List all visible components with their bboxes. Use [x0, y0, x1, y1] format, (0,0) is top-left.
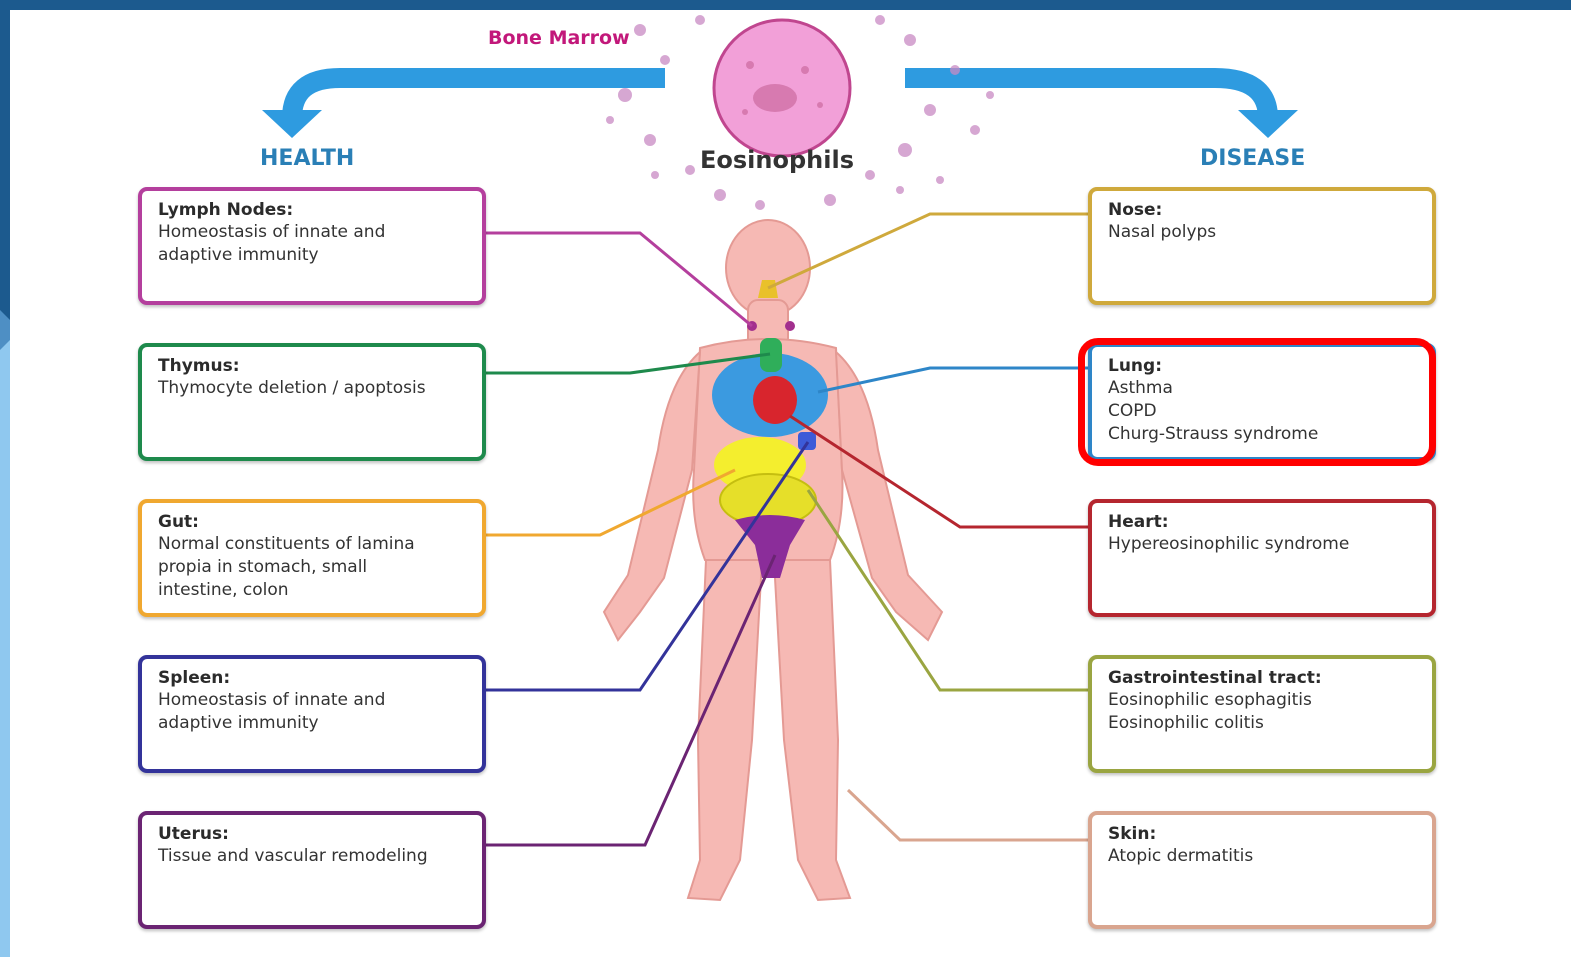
box-title: Thymus:	[158, 355, 482, 377]
health-box-gut: Gut: Normal constituents of lamina propi…	[138, 499, 486, 617]
box-line: Tissue and vascular remodeling	[158, 845, 482, 868]
disease-box-skin: Skin: Atopic dermatitis	[1088, 811, 1436, 929]
box-line: Atopic dermatitis	[1108, 845, 1432, 868]
box-line: adaptive immunity	[158, 244, 482, 267]
box-title: Gastrointestinal tract:	[1108, 667, 1432, 689]
box-title: Nose:	[1108, 199, 1432, 221]
lymph-connector	[486, 233, 752, 326]
box-line: Normal constituents of lamina	[158, 533, 482, 556]
lung-highlight-frame	[1078, 338, 1436, 466]
lymph-node-right-icon	[785, 321, 795, 331]
box-line: adaptive immunity	[158, 712, 482, 735]
nose-connector	[768, 214, 1088, 288]
box-line: Homeostasis of innate and	[158, 221, 482, 244]
box-title: Skin:	[1108, 823, 1432, 845]
health-arrow	[292, 78, 665, 118]
box-line: propia in stomach, small	[158, 556, 482, 579]
box-title: Gut:	[158, 511, 482, 533]
disease-box-gi-tract: Gastrointestinal tract: Eosinophilic eso…	[1088, 655, 1436, 773]
health-heading: HEALTH	[260, 146, 354, 171]
bone-marrow-label: Bone Marrow	[488, 27, 630, 49]
left-border-dark	[0, 0, 10, 330]
disease-box-heart: Heart: Hypereosinophilic syndrome	[1088, 499, 1436, 617]
health-box-lymph-nodes: Lymph Nodes: Homeostasis of innate and a…	[138, 187, 486, 305]
left-border-light	[0, 330, 10, 957]
top-border	[0, 0, 1571, 10]
box-line: Hypereosinophilic syndrome	[1108, 533, 1432, 556]
box-line: Nasal polyps	[1108, 221, 1432, 244]
health-box-spleen: Spleen: Homeostasis of innate and adapti…	[138, 655, 486, 773]
box-title: Lymph Nodes:	[158, 199, 482, 221]
health-box-thymus: Thymus: Thymocyte deletion / apoptosis	[138, 343, 486, 461]
disease-arrow	[905, 78, 1268, 118]
box-line: Thymocyte deletion / apoptosis	[158, 377, 482, 400]
disease-box-nose: Nose: Nasal polyps	[1088, 187, 1436, 305]
health-arrowhead	[262, 110, 322, 138]
box-title: Uterus:	[158, 823, 482, 845]
disease-arrowhead	[1238, 110, 1298, 138]
box-title: Heart:	[1108, 511, 1432, 533]
spleen-icon	[798, 432, 816, 450]
skin-connector	[848, 790, 1088, 840]
disease-heading: DISEASE	[1200, 146, 1305, 171]
box-title: Spleen:	[158, 667, 482, 689]
box-line: Eosinophilic esophagitis	[1108, 689, 1432, 712]
health-box-uterus: Uterus: Tissue and vascular remodeling	[138, 811, 486, 929]
box-line: intestine, colon	[158, 579, 482, 602]
eosinophil-cell-icon	[606, 15, 994, 210]
box-line: Homeostasis of innate and	[158, 689, 482, 712]
box-line: Eosinophilic colitis	[1108, 712, 1432, 735]
eosinophils-title: Eosinophils	[700, 146, 854, 174]
